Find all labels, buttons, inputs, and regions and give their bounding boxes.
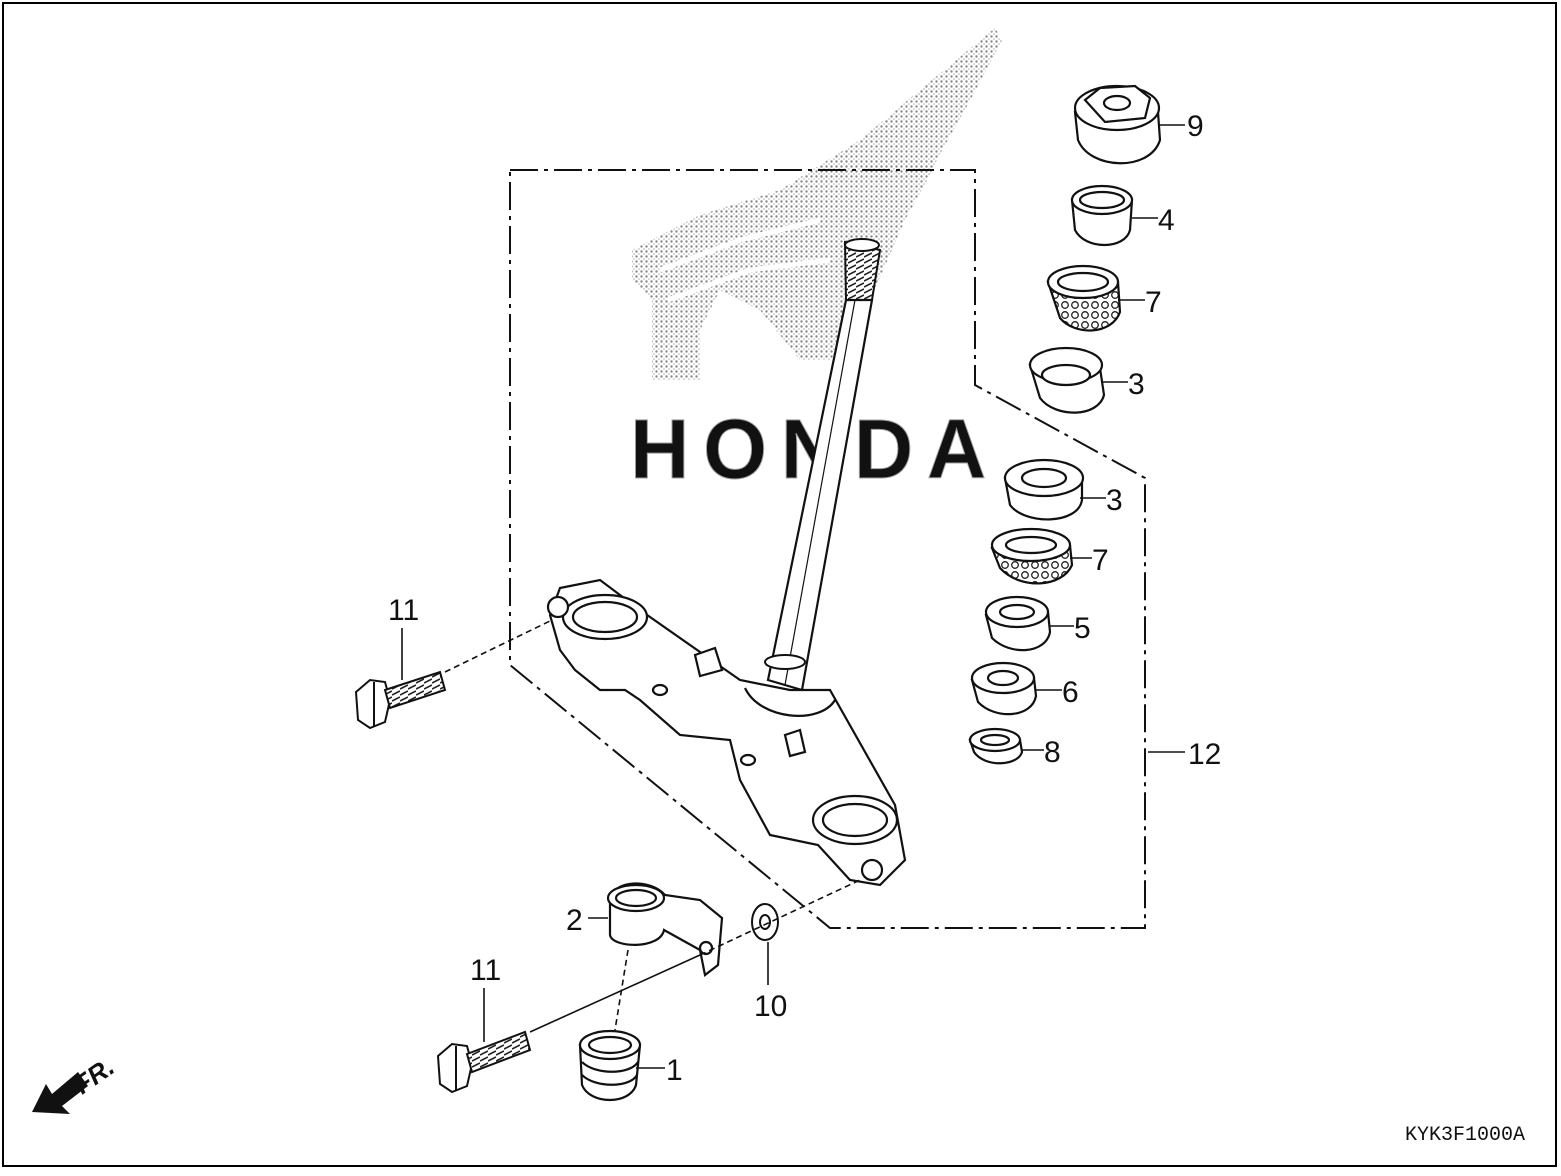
callout-7-upper[interactable]: 7 (1145, 286, 1162, 319)
brake-hose-clamp[interactable] (606, 882, 724, 977)
dust-seal[interactable] (970, 661, 1038, 716)
flange-bolt-upper[interactable] (354, 670, 447, 730)
callout-8-visible[interactable]: 8 (1044, 736, 1061, 769)
callout-6[interactable]: 6 (1062, 676, 1079, 709)
steel-ball-bearing-lower[interactable] (990, 527, 1074, 585)
drawing-code: KYK3F1000A (1405, 1124, 1525, 1147)
bottom-cone-race[interactable] (984, 595, 1052, 652)
grommet[interactable] (578, 1029, 642, 1102)
steering-stem-nut[interactable] (1073, 84, 1162, 165)
callout-3-lower[interactable]: 3 (1106, 484, 1123, 517)
callout-labels: 9 4 7 3 3 7 5 6 9 8 12 11 11 2 10 1 8 (388, 110, 1221, 1087)
assembly-dashed-outline (509, 169, 1146, 929)
callout-5[interactable]: 5 (1074, 612, 1091, 645)
flange-bolt-lower[interactable] (436, 1030, 532, 1094)
callout-10[interactable]: 10 (754, 990, 787, 1023)
leader-lines (401, 619, 861, 1042)
steel-ball-bearing-upper[interactable] (1046, 264, 1122, 332)
steering-stem-shaft[interactable] (764, 238, 882, 692)
lower-ball-race[interactable] (1003, 458, 1085, 521)
dust-seal-ring[interactable] (968, 727, 1024, 765)
callout-4[interactable]: 4 (1158, 204, 1175, 237)
washer[interactable] (751, 903, 779, 941)
lower-triple-clamp[interactable] (546, 578, 907, 887)
callout-1[interactable]: 1 (666, 1054, 683, 1087)
callout-2[interactable]: 2 (566, 904, 583, 937)
top-cone-race[interactable] (1070, 184, 1134, 247)
upper-ball-race[interactable] (1028, 346, 1106, 414)
honda-wing-logo (632, 28, 1002, 380)
callout-11-lower[interactable]: 11 (470, 954, 501, 987)
callout-12[interactable]: 12 (1188, 738, 1221, 771)
callout-3-upper[interactable]: 3 (1128, 368, 1145, 401)
callout-leaders (588, 124, 1185, 1069)
callout-9[interactable]: 9 (1187, 110, 1204, 143)
callout-7-lower[interactable]: 7 (1092, 544, 1109, 577)
callout-11-upper[interactable]: 11 (388, 594, 419, 627)
